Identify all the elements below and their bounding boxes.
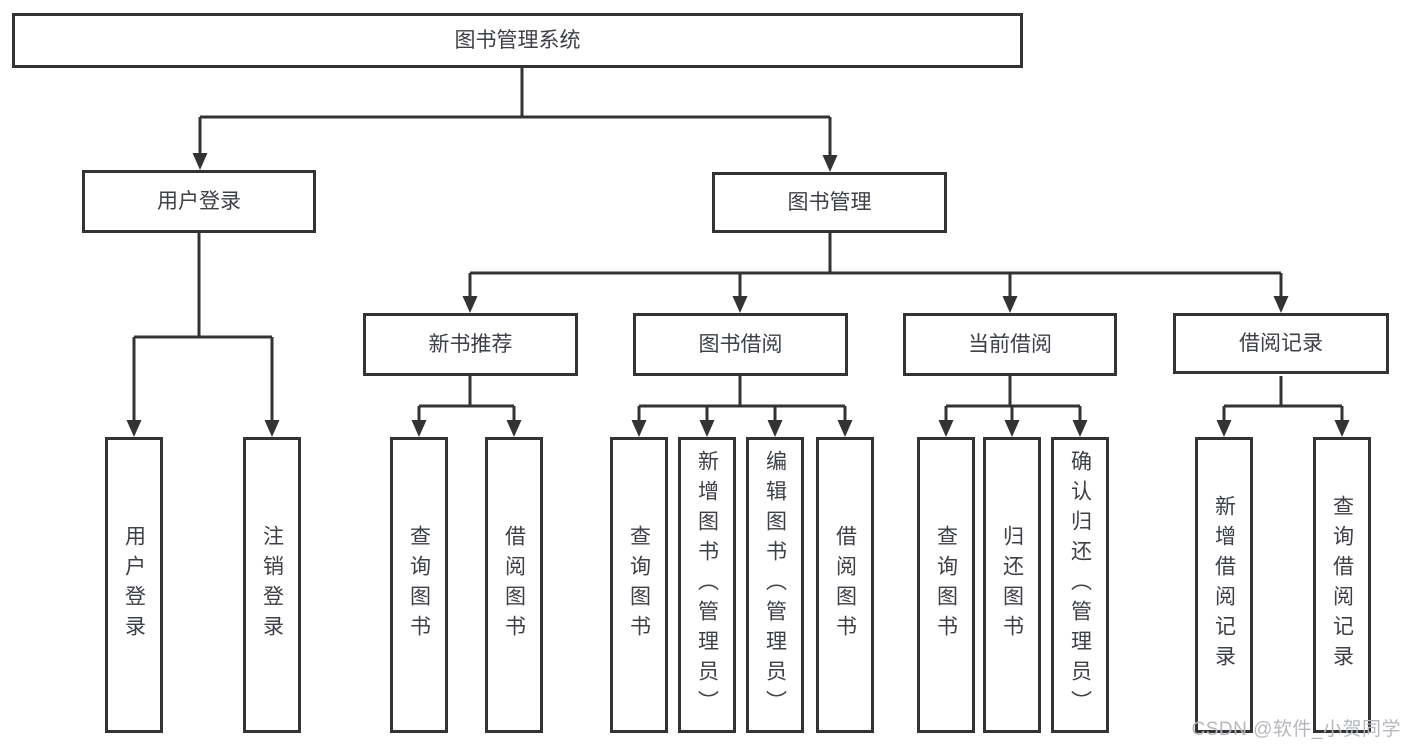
leaf-records-query-record-label: 查询借阅记录 [1330,495,1354,675]
arrowhead-icon [1273,296,1289,313]
leaf-user-login: 用户登录 [105,437,163,733]
arrowhead-icon [264,420,280,437]
arrowhead-icon [1072,420,1088,437]
node-root-label: 图书管理系统 [454,29,581,52]
leaf-newbook-borrow-books: 借阅图书 [485,437,543,733]
node-current-borrowing: 当前借阅 [903,313,1117,376]
leaf-logout-label: 注销登录 [260,525,284,645]
node-book-management: 图书管理 [712,172,947,233]
leaf-current-return-books-label: 归还图书 [1000,525,1024,645]
leaf-records-add-record: 新增借阅记录 [1195,437,1253,733]
node-user-login: 用户登录 [82,170,316,233]
leaf-borrow-borrow-books-label: 借阅图书 [833,525,857,645]
arrowhead-icon [462,296,478,313]
arrowhead-icon [732,296,748,313]
node-book-borrowing-label: 图书借阅 [698,333,783,356]
node-new-book-recommend: 新书推荐 [363,313,578,376]
arrowhead-icon [938,420,954,437]
arrowhead-icon [1002,296,1018,313]
node-borrowing-records-label: 借阅记录 [1239,332,1323,355]
node-book-management-label: 图书管理 [787,191,872,214]
arrowhead-icon [699,420,715,437]
node-borrowing-records: 借阅记录 [1173,313,1389,374]
arrowhead-icon [631,420,647,437]
leaf-records-query-record: 查询借阅记录 [1313,437,1371,733]
leaf-current-query-books: 查询图书 [917,437,975,733]
leaf-newbook-query-books-label: 查询图书 [407,525,431,645]
node-book-borrowing: 图书借阅 [633,313,848,376]
arrowhead-icon [767,420,783,437]
arrowhead-icon [192,153,208,170]
leaf-logout: 注销登录 [243,437,301,733]
node-new-book-recommend-label: 新书推荐 [428,333,513,356]
arrowhead-icon [126,420,142,437]
node-user-login-label: 用户登录 [157,190,241,213]
leaf-records-add-record-label: 新增借阅记录 [1212,495,1236,675]
arrowhead-icon [1334,420,1350,437]
leaf-newbook-query-books: 查询图书 [390,437,448,733]
leaf-current-confirm-return-admin: 确认归还（管理员） [1051,437,1109,733]
leaf-borrow-borrow-books: 借阅图书 [816,437,874,733]
leaf-borrow-query-books-label: 查询图书 [627,525,651,645]
arrowhead-icon [506,420,522,437]
leaf-borrow-edit-books-admin: 编辑图书（管理员） [746,437,804,733]
leaf-user-login-label: 用户登录 [122,525,146,645]
leaf-current-query-books-label: 查询图书 [934,525,958,645]
arrowhead-icon [1004,420,1020,437]
node-root: 图书管理系统 [12,13,1023,68]
watermark: CSDN @软件_小贺同学 [1191,719,1401,740]
arrowhead-icon [411,420,427,437]
leaf-borrow-edit-books-admin-label: 编辑图书（管理员） [763,450,787,720]
leaf-newbook-borrow-books-label: 借阅图书 [502,525,526,645]
node-current-borrowing-label: 当前借阅 [968,333,1052,356]
leaf-current-confirm-return-admin-label: 确认归还（管理员） [1068,450,1092,720]
leaf-borrow-query-books: 查询图书 [610,437,668,733]
leaf-borrow-add-books-admin-label: 新增图书（管理员） [695,450,719,720]
arrowhead-icon [1216,420,1232,437]
arrowhead-icon [837,420,853,437]
leaf-borrow-add-books-admin: 新增图书（管理员） [678,437,736,733]
leaf-current-return-books: 归还图书 [983,437,1041,733]
arrowhead-icon [822,155,838,172]
